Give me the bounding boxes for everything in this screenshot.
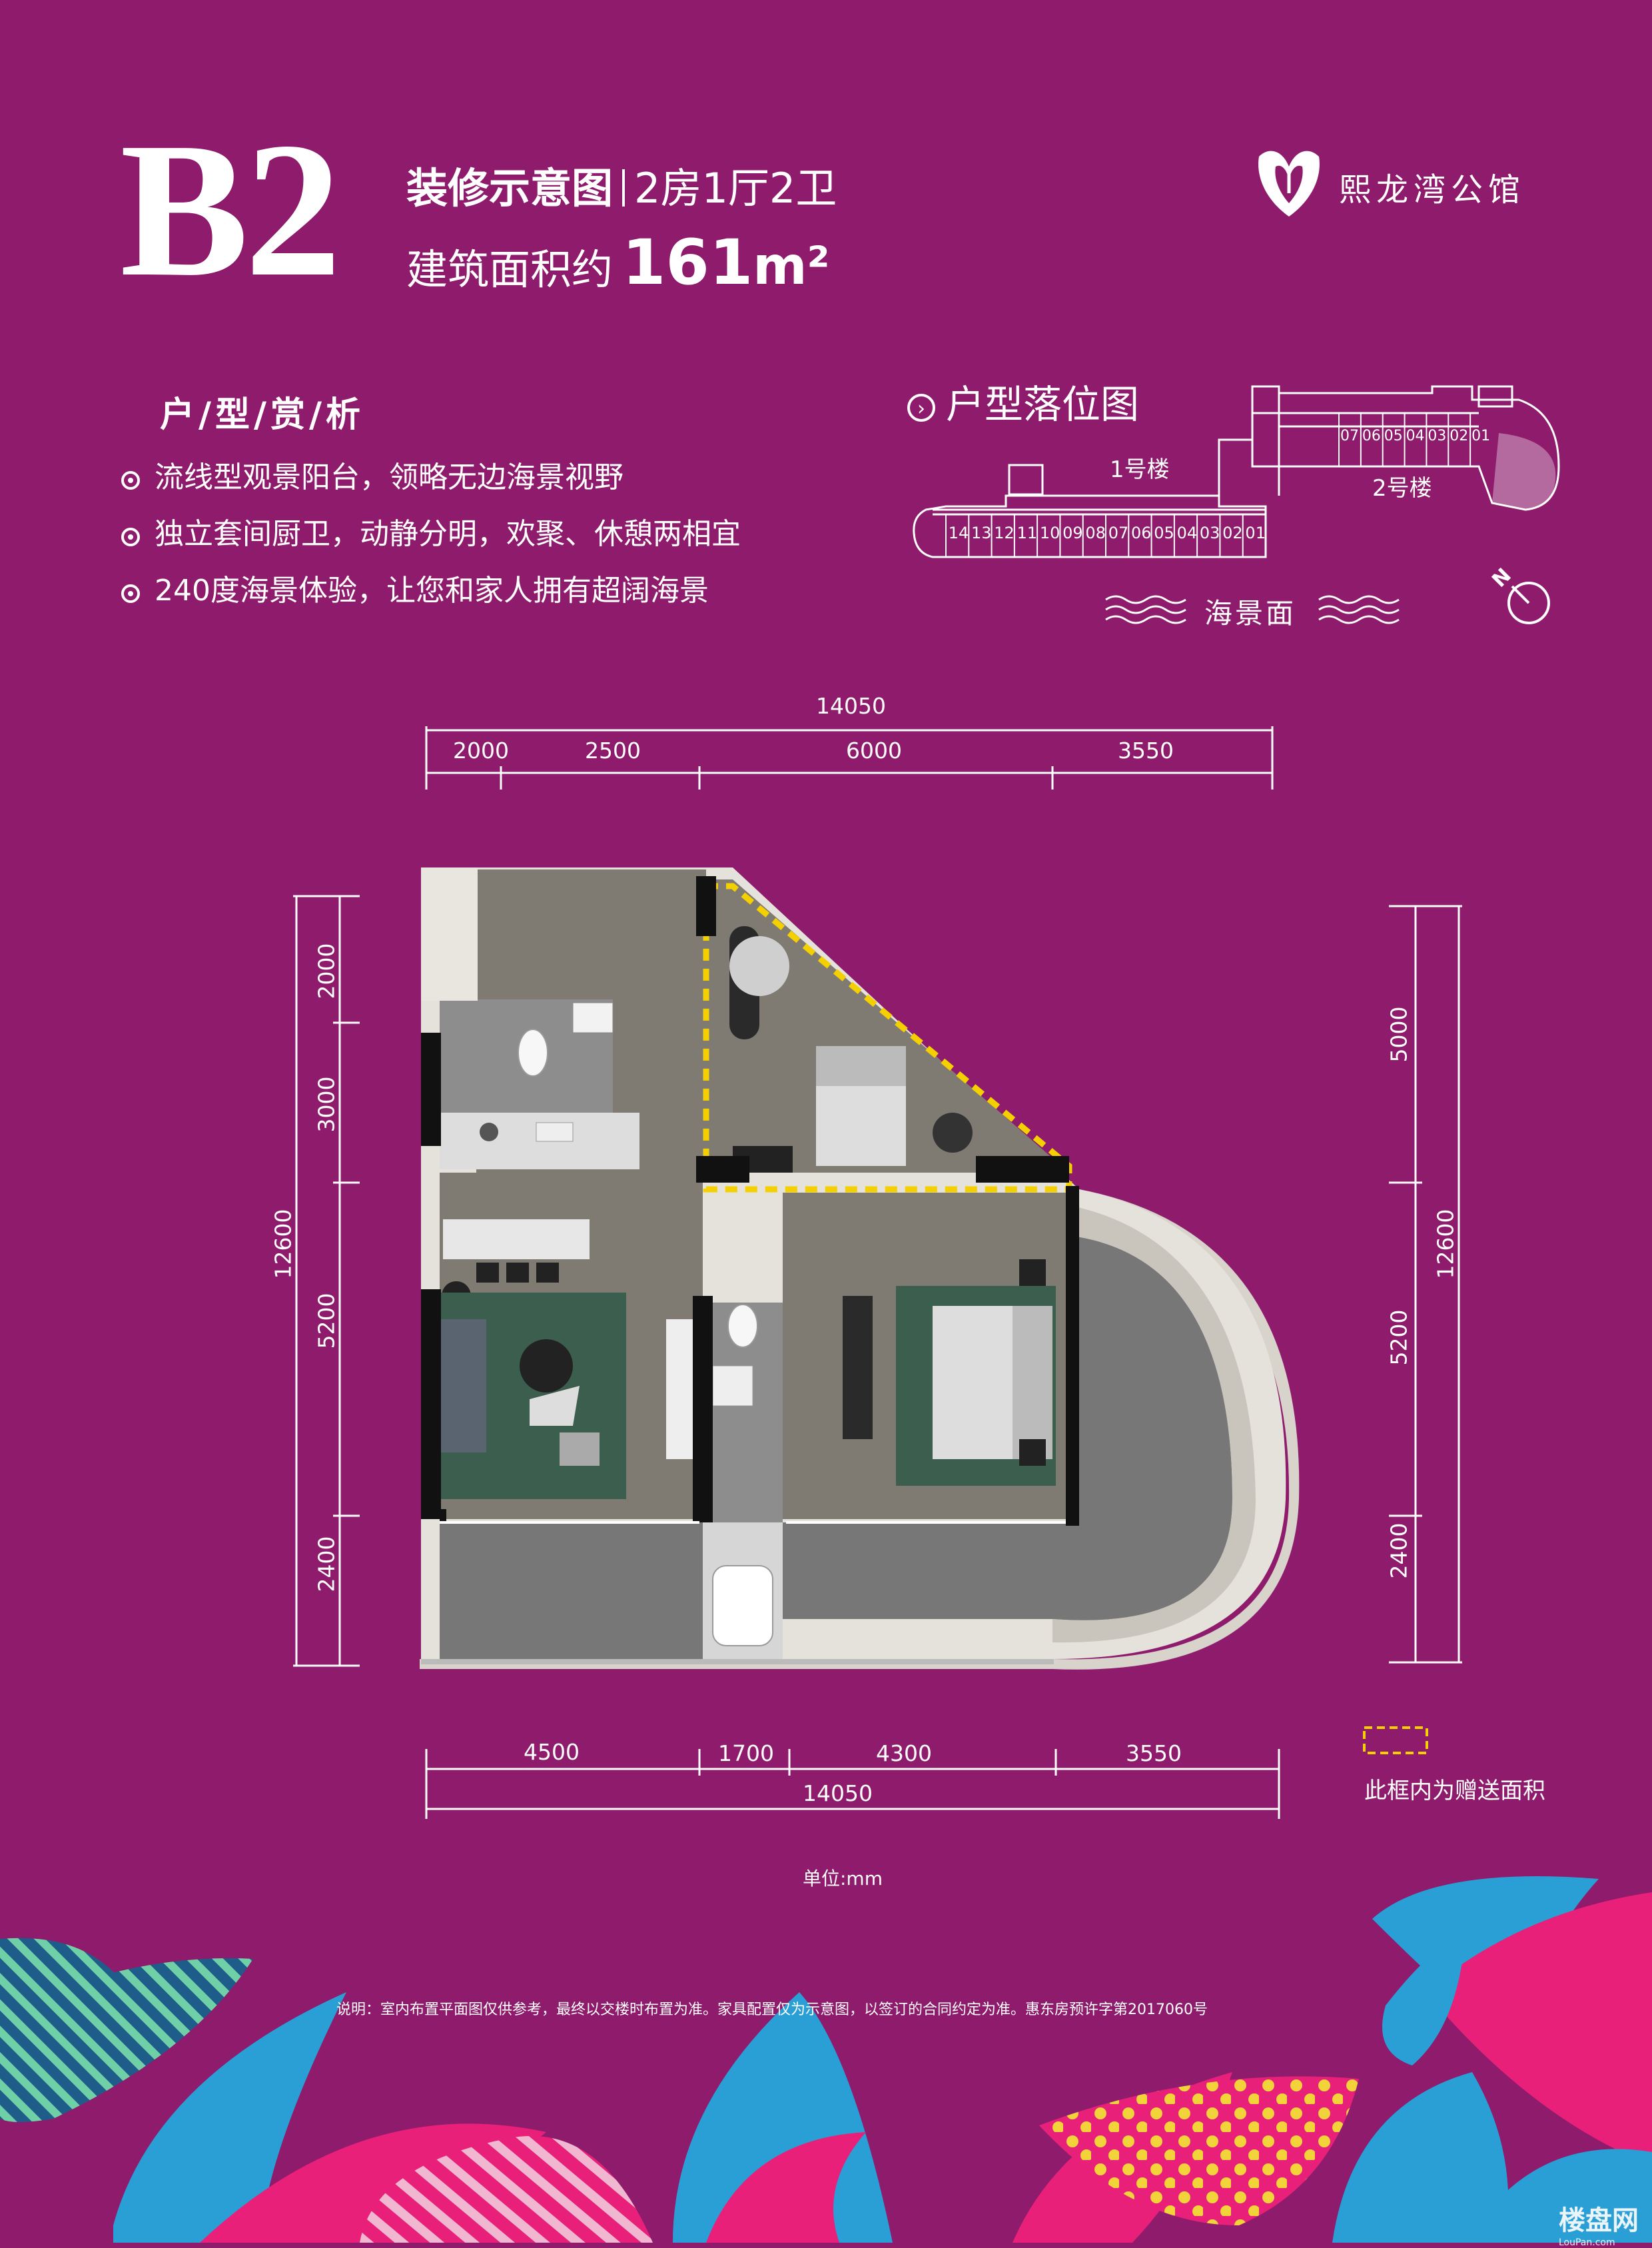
watermark-url: LouPan.com (1559, 2237, 1615, 2248)
building2-unit-label: 01 (1471, 428, 1491, 444)
chevron-right-icon: › (907, 394, 935, 422)
building1-unit-label: 11 (1017, 524, 1038, 542)
feature-item: 240度海景体验，让您和家人拥有超阔海景 (121, 566, 709, 609)
dim-right-1: 5000 (1386, 1006, 1412, 1063)
plan-title-text: 装修示意图 (406, 164, 614, 213)
area-unit: m² (753, 237, 830, 296)
building1-unit-label: 12 (994, 524, 1015, 542)
title-divider (622, 169, 625, 207)
disclaimer: 说明：室内布置平面图仅供参考，最终以交楼时布置为准。家具配置仅为示意图，以签订的… (336, 2001, 1208, 2018)
brand-name: 熙龙湾公馆 (1339, 171, 1526, 209)
sea-view-label: 海景面 (1204, 597, 1297, 630)
dim-right-3: 2400 (1386, 1522, 1412, 1579)
building1-unit-label: 14 (948, 524, 969, 542)
dim-top-1: 2000 (453, 738, 509, 764)
living-balcony (440, 1522, 703, 1662)
building1-unit-label: 07 (1108, 524, 1129, 542)
feature-text: 流线型观景阳台，领略无边海景视野 (155, 460, 623, 494)
dim-bottom-3: 4300 (876, 1740, 932, 1766)
building1-unit-label: 09 (1062, 524, 1083, 542)
building2-label: 2号楼 (1372, 475, 1432, 502)
building1-unit-label: 04 (1176, 524, 1198, 542)
area-label: 建筑面积约 (406, 245, 614, 294)
building1-unit-label: 03 (1199, 524, 1220, 542)
feature-item: 流线型观景阳台，领略无边海景视野 (121, 453, 623, 496)
bullet-icon (121, 528, 140, 546)
building1-unit-label: 01 (1245, 524, 1266, 542)
features-title: 户/型/赏/析 (160, 395, 364, 435)
dim-bottom-2: 1700 (718, 1740, 774, 1766)
dim-left-2: 3000 (313, 1076, 340, 1133)
gift-area-legend-text: 此框内为赠送面积 (1364, 1778, 1545, 1804)
unit-code: B2 (120, 103, 341, 316)
site-plan (913, 385, 1560, 624)
plan-title: 装修示意图 2房1厅2卫 (406, 155, 837, 215)
bullet-icon (121, 471, 140, 490)
building2-unit-label: 04 (1406, 428, 1425, 444)
building1-label: 1号楼 (1110, 456, 1170, 483)
brand-logo-icon (1258, 151, 1320, 217)
building2-unit-label: 05 (1384, 428, 1403, 444)
building2-unit-label: 07 (1340, 428, 1359, 444)
main-balcony (783, 1236, 1232, 1620)
unit-note: 单位:mm (803, 1868, 883, 1890)
building1-unit-label: 05 (1154, 524, 1174, 542)
building1-unit-label: 06 (1131, 524, 1152, 542)
building2-unit-label: 03 (1428, 428, 1447, 444)
decorative-petals (0, 1876, 1652, 2243)
location-title: › 户型落位图 (907, 373, 1139, 429)
dim-top-2: 2500 (585, 738, 641, 764)
room-layout: 2房1厅2卫 (634, 164, 837, 213)
dim-left-1: 2000 (313, 943, 340, 999)
dim-bottom-total: 14050 (803, 1780, 873, 1806)
building1-unit-label: 08 (1085, 524, 1106, 542)
area-value: 161 (622, 227, 753, 299)
dim-top-total: 14050 (816, 693, 886, 719)
dim-right-total: 12600 (1432, 1209, 1459, 1279)
feature-text: 240度海景体验，让您和家人拥有超阔海景 (155, 574, 709, 608)
dim-top-3: 6000 (846, 738, 902, 764)
dim-bottom-1: 4500 (524, 1739, 580, 1765)
watermark: 楼盘网 LouPan.com (1559, 2199, 1639, 2248)
feature-text: 独立套间厨卫，动静分明，欢聚、休憩两相宜 (155, 517, 741, 551)
gift-area-outline (703, 883, 1072, 1193)
bedroom-1 (699, 879, 1069, 1173)
building1-unit-label: 13 (971, 524, 992, 542)
watermark-name: 楼盘网 (1559, 2205, 1639, 2236)
walls (421, 876, 1079, 1526)
location-title-text: 户型落位图 (946, 382, 1140, 427)
dim-top-4: 3550 (1118, 738, 1174, 764)
building2-unit-label: 06 (1362, 428, 1381, 444)
dim-left-total: 12600 (270, 1209, 296, 1279)
dim-left-4: 2400 (313, 1536, 340, 1592)
floor-plan (420, 867, 1300, 1670)
dim-left-3: 5200 (313, 1293, 340, 1349)
bullet-icon (121, 584, 140, 603)
feature-item: 独立套间厨卫，动静分明，欢聚、休憩两相宜 (121, 510, 741, 552)
building2-unit-label: 02 (1449, 428, 1469, 444)
gift-area-legend-icon (1363, 1726, 1428, 1754)
dim-right-2: 5200 (1386, 1309, 1412, 1366)
compass-icon (1507, 582, 1550, 624)
building1-unit-label: 02 (1222, 524, 1243, 542)
dim-bottom-4: 3550 (1126, 1740, 1182, 1766)
building1-unit-label: 10 (1039, 524, 1060, 542)
